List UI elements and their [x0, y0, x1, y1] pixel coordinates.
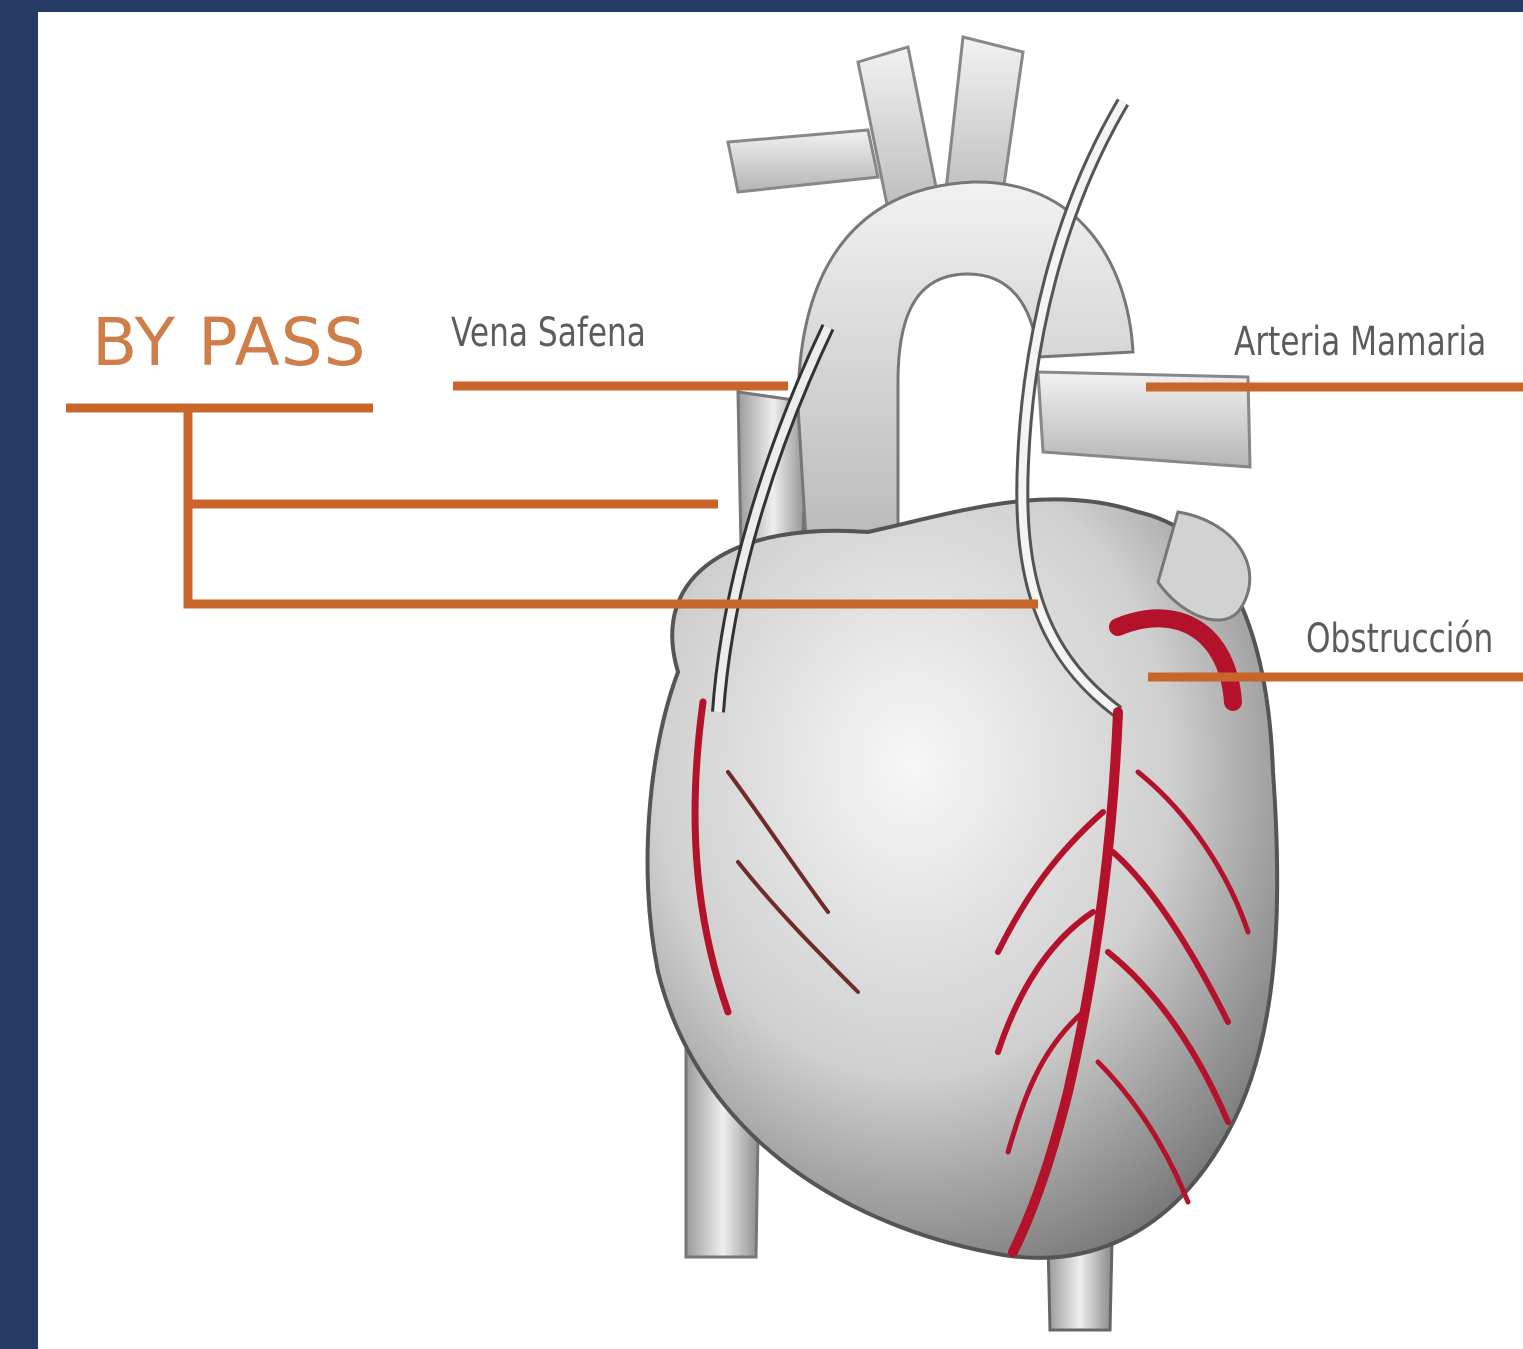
vena-safena-label: Vena Safena [451, 310, 646, 356]
diagram-canvas: BY PASS Vena Safena Arteria Mamaria Obst… [38, 12, 1523, 1349]
bypass-title: BY PASS [92, 304, 366, 381]
arteria-mamaria-label: Arteria Mamaria [1234, 319, 1486, 365]
obstruccion-label: Obstrucción [1306, 616, 1493, 662]
heart-illustration [38, 12, 1523, 1349]
aorta-branch-1 [728, 130, 878, 192]
